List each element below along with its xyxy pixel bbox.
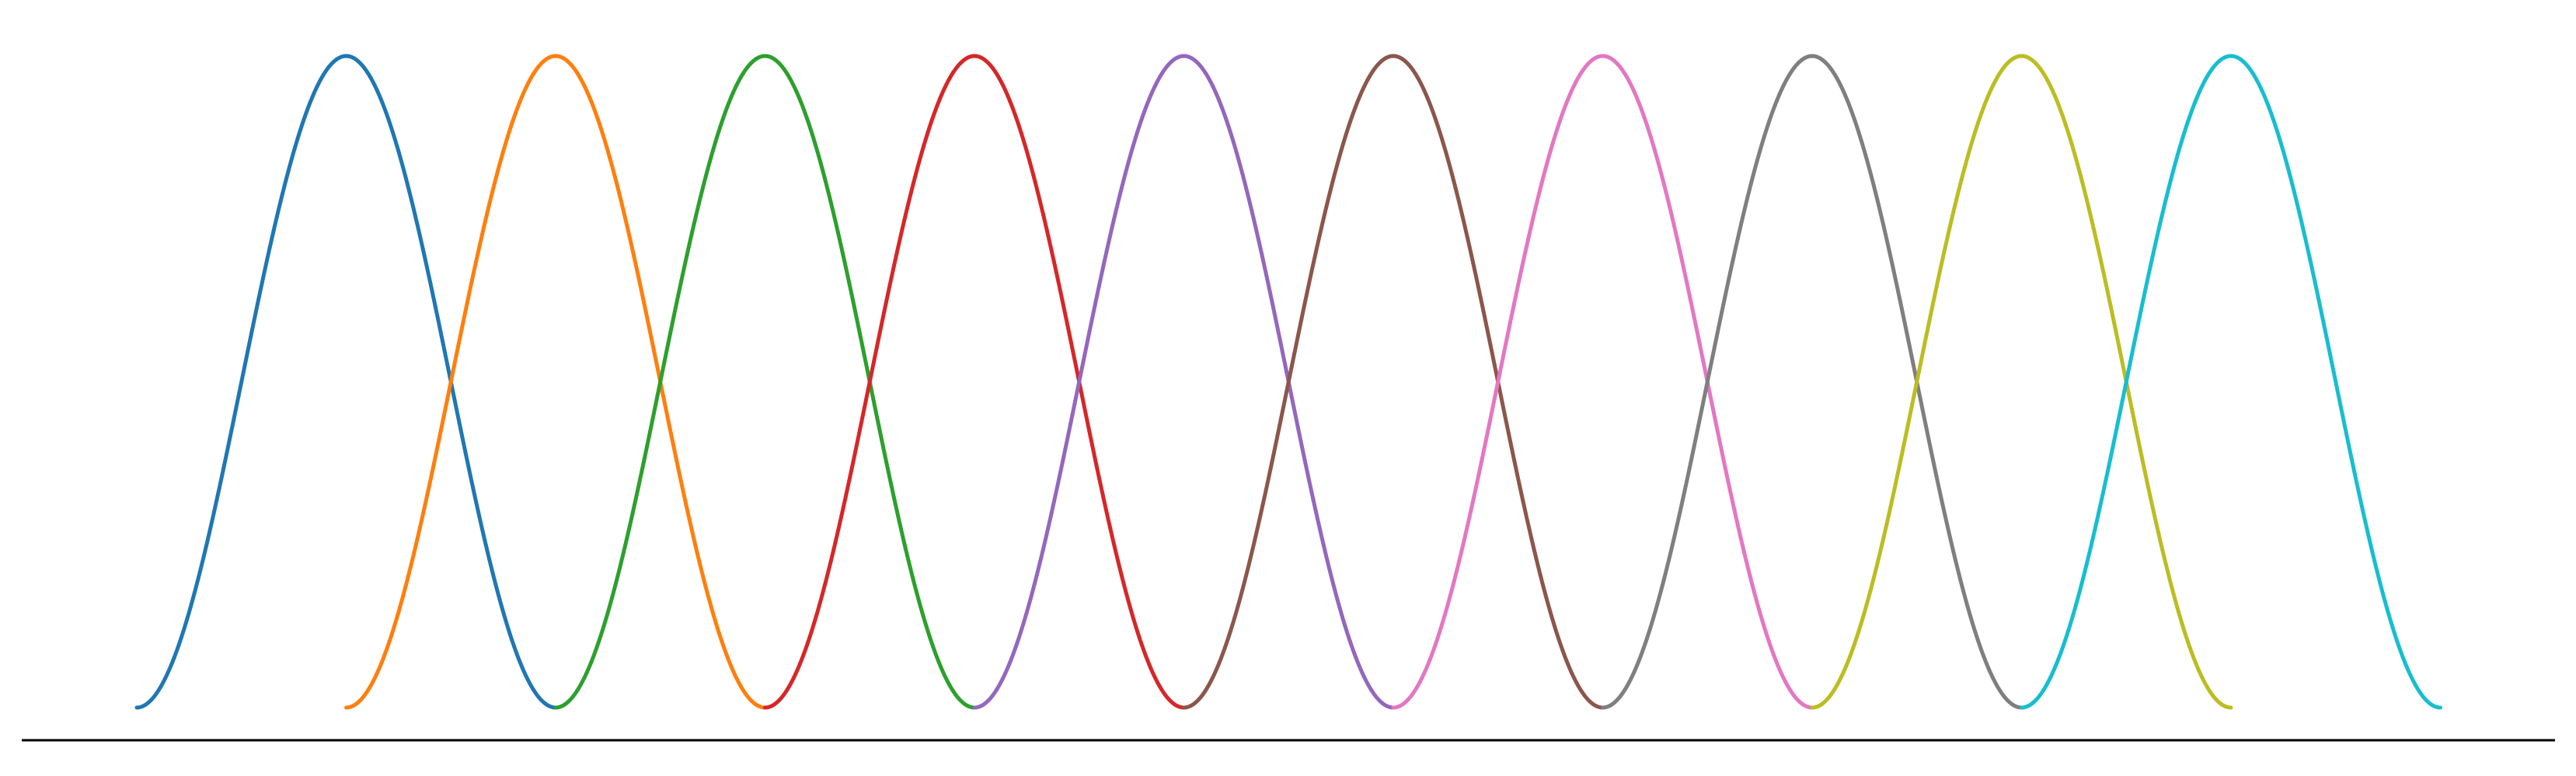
curves-group [134,54,2442,710]
series-line-5 [972,54,1396,710]
series-line-7 [1391,54,1814,710]
series-line-2 [344,54,767,710]
series-line-1 [134,54,558,710]
series-line-3 [553,54,977,710]
series-line-10 [2020,54,2442,710]
series-line-4 [763,54,1186,710]
series-line-6 [1182,54,1605,710]
series-line-8 [1601,54,2024,710]
series-line-9 [1810,54,2233,710]
